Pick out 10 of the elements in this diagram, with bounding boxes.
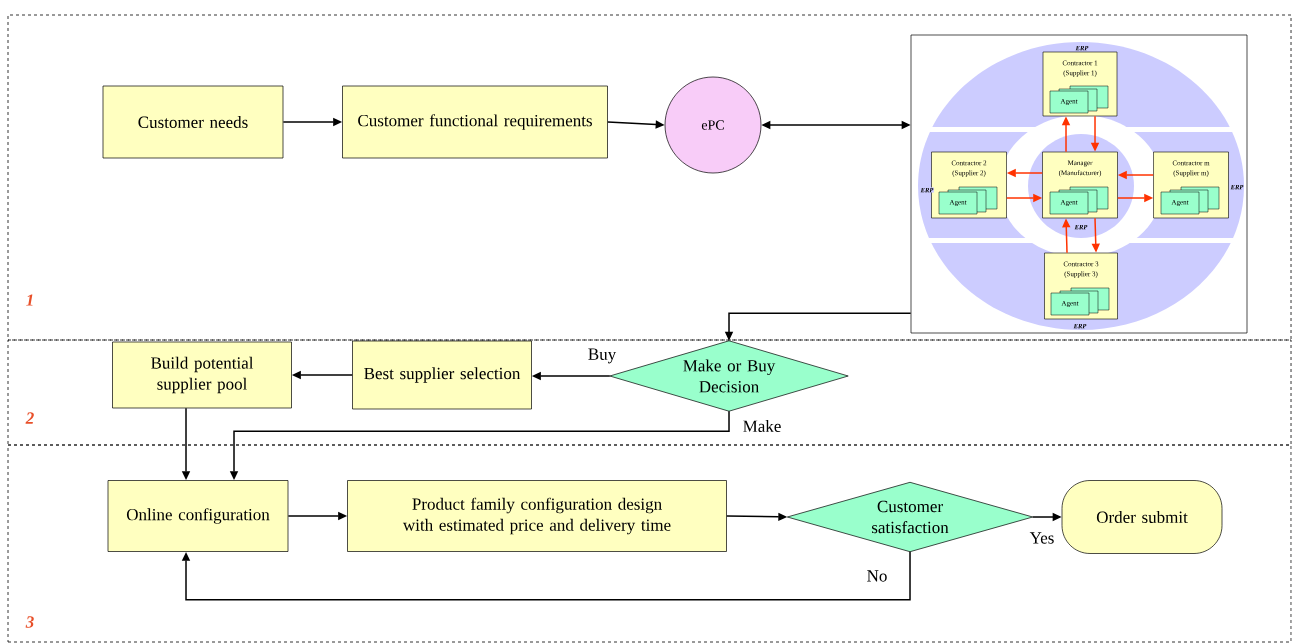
process-box: Product family configuration design with estimated price and delivery time: [347, 480, 727, 552]
process-box: Build potential supplier pool: [112, 341, 292, 409]
terminal-box: Order submit: [1061, 480, 1223, 554]
edge-label: No: [865, 569, 889, 583]
process-box: Online configuration: [107, 480, 289, 552]
process-box: Customer functional requirements: [342, 85, 608, 159]
process-box: Customer needs: [102, 85, 284, 159]
edge-label: Make: [741, 419, 783, 433]
process-box: Best supplier selection: [352, 340, 532, 410]
arrow: [181, 550, 911, 601]
